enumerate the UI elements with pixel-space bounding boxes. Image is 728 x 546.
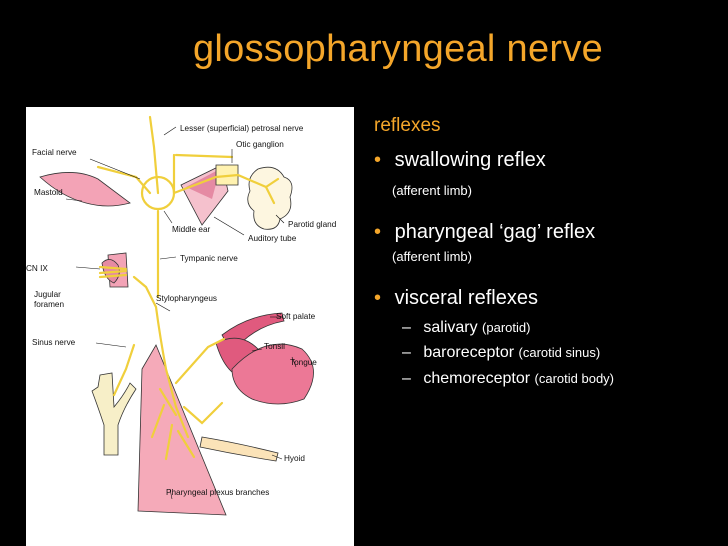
label-tongue: Tongue bbox=[290, 358, 317, 367]
dash-marker: – bbox=[402, 370, 411, 387]
label-tympanic-nerve: Tympanic nerve bbox=[180, 254, 238, 263]
hyoid-shape bbox=[199, 436, 279, 462]
baroreceptor-note: (carotid sinus) bbox=[518, 345, 601, 360]
cn-ix-fibers bbox=[98, 265, 128, 279]
bullet-marker: • bbox=[374, 221, 382, 243]
chemoreceptor-note: (carotid body) bbox=[534, 371, 615, 386]
gag-note: (afferent limb) bbox=[392, 249, 472, 264]
label-stylopharyngeus: Stylopharyngeus bbox=[156, 294, 217, 303]
label-soft-palate: Soft palate bbox=[276, 312, 316, 321]
mastoid-shape bbox=[39, 172, 131, 207]
glossopharyngeal-nerve-diagram: Lesser (superficial) petrosal nerve Faci… bbox=[26, 107, 354, 546]
label-mastoid: Mastoid bbox=[34, 188, 63, 197]
bullet-visceral: • visceral reflexes bbox=[374, 288, 538, 308]
salivary-note: (parotid) bbox=[482, 320, 531, 335]
label-jugular: Jugular bbox=[34, 290, 61, 299]
label-cn-ix: CN IX bbox=[26, 264, 48, 273]
label-pharyngeal-plexus: Pharyngeal plexus branches bbox=[166, 488, 269, 497]
visceral-reflexes-text: visceral reflexes bbox=[394, 287, 538, 309]
bullet-swallowing: • swallowing reflex bbox=[374, 150, 546, 170]
baroreceptor-text: baroreceptor bbox=[423, 344, 515, 361]
label-tonsil: Tonsil bbox=[264, 342, 285, 351]
leader-lines bbox=[65, 126, 297, 500]
label-middle-ear: Middle ear bbox=[172, 225, 211, 234]
label-auditory-tube: Auditory tube bbox=[248, 234, 297, 243]
bullet-marker: • bbox=[374, 287, 382, 309]
carotid-artery-shape bbox=[91, 372, 137, 456]
reflexes-heading: reflexes bbox=[374, 115, 441, 136]
bullet-gag: • pharyngeal ‘gag’ reflex bbox=[374, 222, 595, 242]
dash-marker: – bbox=[402, 319, 411, 336]
label-facial-nerve: Facial nerve bbox=[32, 148, 77, 157]
palatine-branches bbox=[174, 337, 226, 385]
sub-salivary: – salivary (parotid) bbox=[402, 320, 530, 336]
label-sinus-nerve: Sinus nerve bbox=[32, 338, 76, 347]
pharynx-shape bbox=[137, 344, 227, 516]
auditory-tube-shading bbox=[186, 169, 220, 199]
structures bbox=[39, 164, 314, 516]
label-foramen: foramen bbox=[34, 300, 64, 309]
dash-marker: – bbox=[402, 344, 411, 361]
anatomy-illustration: Lesser (superficial) petrosal nerve Faci… bbox=[26, 115, 337, 516]
swallowing-note: (afferent limb) bbox=[392, 183, 472, 198]
label-lesser-petrosal: Lesser (superficial) petrosal nerve bbox=[180, 124, 304, 133]
slide-title: glossopharyngeal nerve bbox=[193, 28, 604, 70]
parotid-gland-shape bbox=[247, 166, 293, 230]
otic-branches bbox=[172, 173, 280, 205]
nerve-paths bbox=[96, 115, 280, 461]
label-otic-ganglion: Otic ganglion bbox=[236, 140, 284, 149]
salivary-text: salivary bbox=[423, 319, 478, 336]
sub-baroreceptor: – baroreceptor (carotid sinus) bbox=[402, 345, 600, 361]
chemoreceptor-text: chemoreceptor bbox=[423, 370, 531, 387]
gag-reflex-text: pharyngeal ‘gag’ reflex bbox=[394, 221, 596, 243]
label-hyoid: Hyoid bbox=[284, 454, 305, 463]
sinus-nerve-path bbox=[112, 343, 136, 397]
sub-chemoreceptor: – chemoreceptor (carotid body) bbox=[402, 371, 614, 387]
swallowing-reflex-text: swallowing reflex bbox=[394, 149, 546, 171]
pharyngeal-branches bbox=[150, 387, 224, 461]
facial-nerve-path bbox=[96, 165, 152, 195]
main-nerve-trunk bbox=[132, 275, 190, 439]
label-parotid-gland: Parotid gland bbox=[288, 220, 337, 229]
bullet-marker: • bbox=[374, 149, 382, 171]
